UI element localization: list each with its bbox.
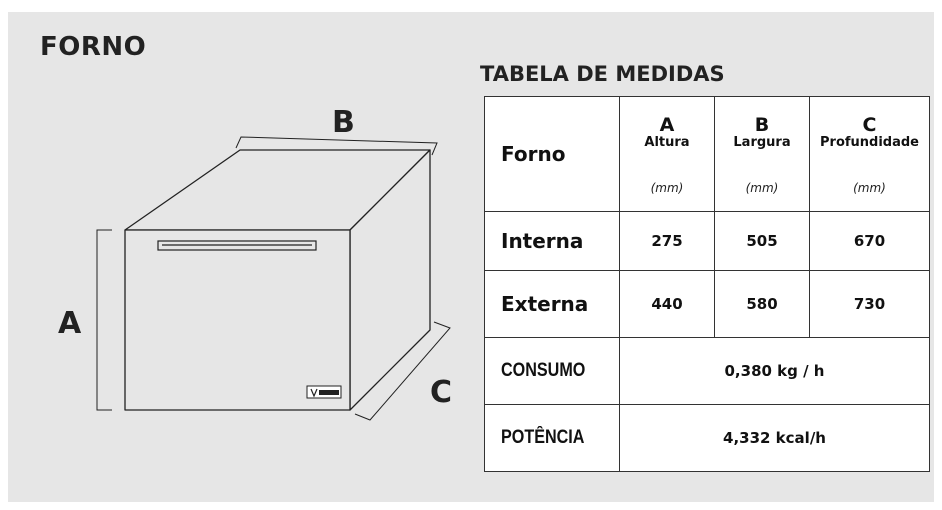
- cell-value: 580: [746, 295, 778, 313]
- column-unit: (mm): [853, 181, 886, 195]
- potencia-value: 4,332 kcal/h: [723, 429, 826, 447]
- oven-front-face: [124, 229, 351, 411]
- dimension-line-c: [354, 321, 451, 421]
- brand-logo-plate: [306, 385, 342, 399]
- row-label-externa: Externa: [484, 270, 620, 338]
- dimension-label-a: A: [58, 306, 82, 341]
- table-corner-header: Forno: [484, 96, 620, 212]
- row-label: Interna: [501, 229, 584, 253]
- table-cell: 275: [619, 211, 715, 271]
- table-cell: 670: [809, 211, 930, 271]
- cell-value: 275: [651, 232, 683, 250]
- potencia-value-cell: 4,332 kcal/h: [619, 404, 930, 472]
- potencia-label: POTÊNCIA: [501, 427, 585, 448]
- page-title: FORNO: [40, 32, 147, 62]
- measurements-table: Forno A Altura (mm) B Largura (mm) C Pro…: [484, 96, 930, 472]
- cell-value: 730: [853, 295, 886, 313]
- dimension-line-b: [235, 136, 438, 156]
- cell-value: 440: [651, 295, 683, 313]
- row-label-interna: Interna: [484, 211, 620, 271]
- table-cell: 505: [714, 211, 810, 271]
- potencia-label-cell: POTÊNCIA: [484, 404, 620, 472]
- consumo-label-cell: CONSUMO: [484, 337, 620, 405]
- consumo-value-cell: 0,380 kg / h: [619, 337, 930, 405]
- dimension-label-c: C: [430, 375, 452, 410]
- column-letter: A: [659, 114, 675, 136]
- table-cell: 580: [714, 270, 810, 338]
- cell-value: 505: [746, 232, 778, 250]
- column-header-b: B Largura (mm): [714, 96, 810, 212]
- column-letter: B: [754, 114, 770, 136]
- dimension-line-a: [96, 229, 112, 411]
- table-corner-label: Forno: [501, 142, 566, 166]
- dimension-label-b: B: [332, 105, 355, 140]
- table-cell: 730: [809, 270, 930, 338]
- column-unit: (mm): [745, 181, 779, 195]
- consumo-value: 0,380 kg / h: [724, 362, 825, 380]
- column-letter: C: [862, 114, 877, 136]
- column-name: Altura: [644, 135, 690, 150]
- cell-value: 670: [853, 232, 886, 250]
- oven-handle: [157, 240, 317, 251]
- table-cell: 440: [619, 270, 715, 338]
- column-name: Profundidade: [820, 135, 919, 150]
- table-title: TABELA DE MEDIDAS: [480, 62, 725, 86]
- column-header-a: A Altura (mm): [619, 96, 715, 212]
- column-header-c: C Profundidade (mm): [809, 96, 930, 212]
- column-name: Largura: [733, 135, 791, 150]
- column-unit: (mm): [650, 181, 684, 195]
- row-label: Externa: [501, 292, 589, 316]
- consumo-label: CONSUMO: [501, 360, 586, 381]
